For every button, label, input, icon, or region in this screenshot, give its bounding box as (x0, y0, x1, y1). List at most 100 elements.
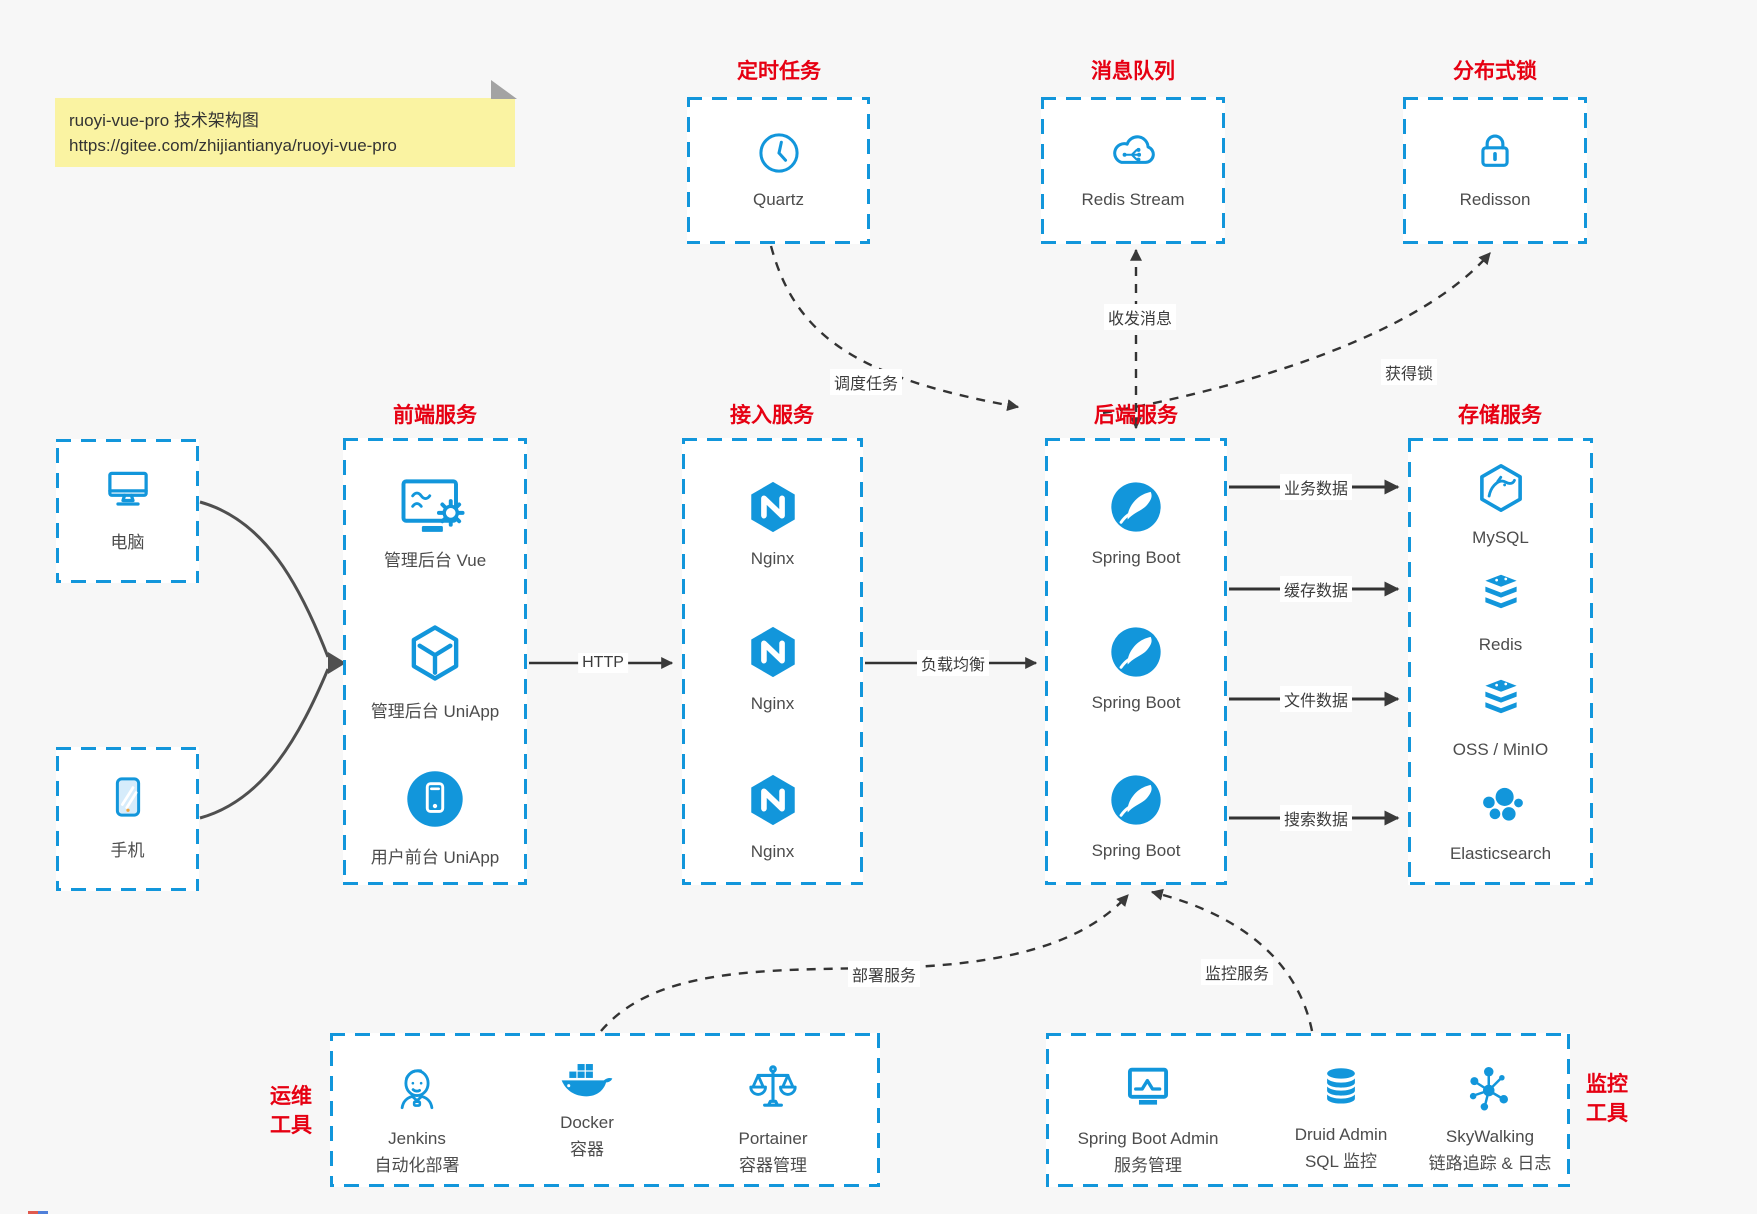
screen-edge-artifact (28, 1206, 48, 1214)
spring-boot-icon (1044, 768, 1228, 837)
edge-label-cache-data: 缓存数据 (1279, 576, 1353, 602)
edge-label-monitor: 监控服务 (1200, 959, 1274, 985)
phone-box: 手机 (56, 747, 199, 891)
edge-pc-to-frontend (199, 500, 330, 658)
storage-box: MySQL Redis OSS (1408, 438, 1593, 885)
node-desc-portainer: 容器管理 (739, 1156, 807, 1175)
group-title-scheduled-task: 定时任务 (737, 60, 821, 83)
node-label-phone: 手机 (110, 841, 145, 860)
node-label-quartz: Quartz (752, 190, 805, 209)
trace-graph-icon (1460, 1067, 1520, 1122)
edge-label-schedule: 调度任务 (829, 369, 903, 395)
admin-monitor-icon (1117, 1067, 1179, 1124)
node-name-docker: Docker (560, 1113, 614, 1132)
docker-node: Docker 容器 (477, 1058, 697, 1160)
node-desc-spring-boot-admin: 服务管理 (1114, 1156, 1182, 1175)
node-desc-skywalking: 链路追踪 & 日志 (1428, 1154, 1552, 1173)
clock-icon (751, 125, 807, 186)
group-title-message-queue: 消息队列 (1091, 60, 1175, 83)
uniapp-cube-icon (343, 618, 527, 693)
edge-label-lock: 获得锁 (1380, 359, 1438, 385)
edge-label-http: HTTP (578, 653, 628, 673)
note-url: https://gitee.com/zhijiantianya/ruoyi-vu… (69, 136, 397, 155)
sticky-note: ruoyi-vue-pro 技术架构图 https://gitee.com/zh… (55, 80, 517, 167)
edge-label-business-data: 业务数据 (1279, 474, 1353, 500)
gateway-box: Nginx Nginx Nginx (682, 438, 863, 885)
node-label-spring-boot-3: Spring Boot (1091, 841, 1181, 860)
cloud-network-icon (1104, 125, 1162, 186)
spring-boot-icon (1044, 475, 1228, 544)
node-name-spring-boot-admin: Spring Boot Admin (1077, 1129, 1219, 1148)
node-label-spring-boot-1: Spring Boot (1091, 548, 1181, 567)
jenkins-icon (386, 1069, 448, 1124)
skywalking-node: SkyWalking 链路追踪 & 日志 (1380, 1058, 1600, 1174)
node-desc-jenkins: 自动化部署 (374, 1156, 460, 1175)
jenkins-node: Jenkins 自动化部署 (307, 1058, 527, 1176)
druid-admin-node: Druid Admin SQL 监控 (1231, 1058, 1451, 1172)
edge-phone-to-frontend (199, 668, 330, 820)
column-title-frontend: 前端服务 (393, 404, 477, 427)
column-title-gateway: 接入服务 (730, 404, 814, 427)
database-icon (1312, 1068, 1370, 1120)
user-uniapp-icon (343, 764, 527, 839)
backend-box: Spring Boot Spring Boot Spring Boot (1045, 438, 1227, 885)
node-desc-docker: 容器 (570, 1140, 604, 1159)
node-label-redis-stream: Redis Stream (1081, 190, 1185, 209)
node-label-nginx-2: Nginx (750, 694, 795, 713)
client-arrowhead (328, 652, 346, 674)
node-label-user-uniapp: 用户前台 UniApp (370, 848, 500, 867)
scales-icon (742, 1065, 804, 1124)
redis-icon (1409, 566, 1593, 631)
node-name-portainer: Portainer (738, 1129, 808, 1148)
edge-label-load-balance: 负载均衡 (916, 650, 990, 676)
edge-monitor (1150, 888, 1314, 1032)
nginx-icon (681, 474, 865, 545)
column-title-backend: 后端服务 (1094, 404, 1178, 427)
node-label-spring-boot-2: Spring Boot (1091, 693, 1181, 712)
node-name-druid-admin: Druid Admin (1294, 1125, 1388, 1144)
mobile-icon (98, 767, 158, 832)
node-name-skywalking: SkyWalking (1445, 1127, 1535, 1146)
admin-vue-icon (343, 473, 527, 542)
node-label-redis: Redis (1478, 635, 1523, 654)
docker-icon (554, 1064, 620, 1108)
node-desc-druid-admin: SQL 监控 (1304, 1152, 1378, 1171)
nginx-icon (681, 619, 865, 690)
ops-tools-box (330, 1033, 880, 1187)
node-label-admin-vue: 管理后台 Vue (383, 551, 487, 570)
spring-boot-admin-node: Spring Boot Admin 服务管理 (1038, 1058, 1258, 1176)
node-label-oss-minio: OSS / MinIO (1452, 740, 1549, 759)
note-fold-corner (491, 80, 517, 99)
edge-lock (1102, 252, 1491, 415)
node-label-nginx-1: Nginx (750, 549, 795, 568)
elasticsearch-icon (1409, 777, 1593, 840)
group-title-distributed-lock: 分布式锁 (1453, 60, 1537, 83)
node-label-elasticsearch: Elasticsearch (1449, 844, 1552, 863)
artifact-red (28, 1211, 38, 1214)
note-title: ruoyi-vue-pro 技术架构图 (69, 111, 259, 130)
desktop-icon (98, 459, 158, 524)
node-label-nginx-3: Nginx (750, 842, 795, 861)
mysql-icon (1409, 457, 1593, 524)
message-queue-box: Redis Stream (1041, 97, 1225, 244)
node-name-jenkins: Jenkins (388, 1129, 446, 1148)
pc-box: 电脑 (56, 439, 199, 583)
edge-schedule (769, 245, 1020, 412)
column-title-storage: 存储服务 (1458, 404, 1542, 427)
distributed-lock-box: Redisson (1403, 97, 1587, 244)
artifact-blue (38, 1211, 48, 1214)
node-label-mysql: MySQL (1472, 528, 1529, 547)
edge-label-file-data: 文件数据 (1279, 686, 1353, 712)
group-title-ops-tools: 运维 工具 (270, 1085, 312, 1137)
spring-boot-icon (1044, 620, 1228, 689)
portainer-node: Portainer 容器管理 (663, 1058, 883, 1176)
edge-label-deploy: 部署服务 (847, 961, 921, 987)
nginx-icon (681, 767, 865, 838)
node-label-pc: 电脑 (110, 533, 145, 552)
oss-minio-icon (1409, 671, 1593, 736)
frontend-box: 管理后台 Vue 管理后台 UniApp 用户前台 UniApp (343, 438, 527, 885)
lock-icon (1466, 123, 1524, 186)
node-label-redisson: Redisson (1459, 190, 1531, 209)
edge-label-message: 收发消息 (1103, 304, 1177, 330)
